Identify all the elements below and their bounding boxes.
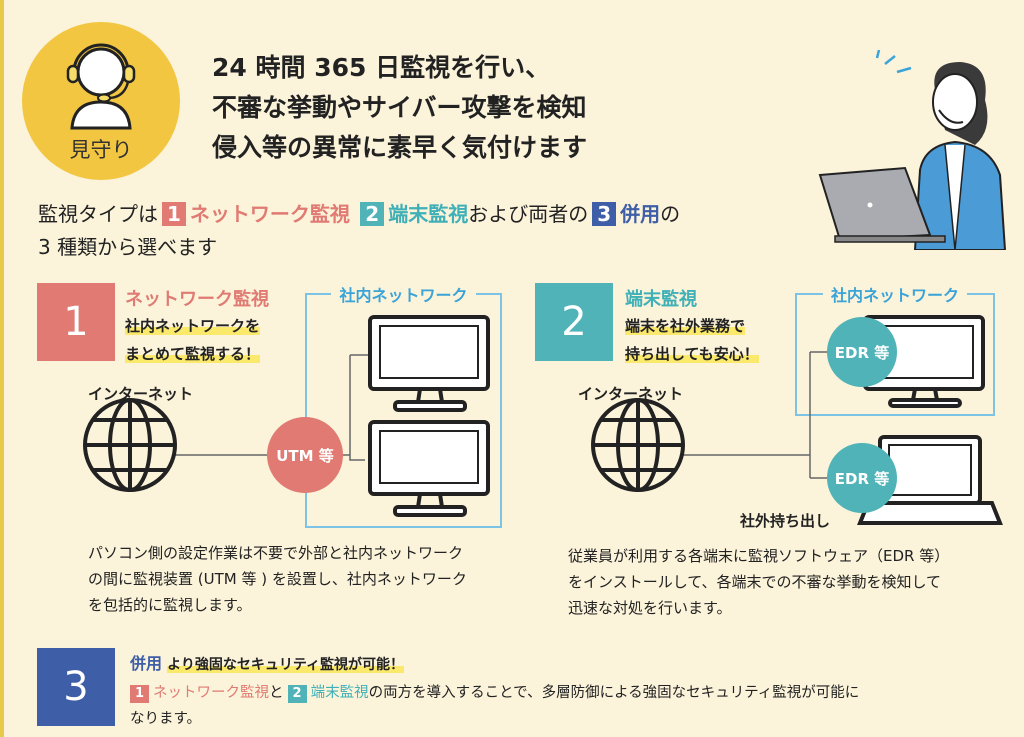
types-mid: および両者の (468, 202, 589, 226)
catch-line: 社内ネットワークを (125, 317, 261, 335)
network-label: 社内ネットワーク (822, 286, 967, 305)
desc-line: 従業員が利用する各端末に監視ソフトウェア（EDR 等） (568, 547, 950, 565)
desc-line: をインストールして、各端末での不審な挙動を検知して (568, 573, 942, 591)
type-network: ネットワーク監視 (189, 202, 350, 226)
section1-diagram (83, 315, 490, 517)
section1-description: パソコン側の設定作業は不要で外部と社内ネットワーク の間に監視装置 (UTM 等… (88, 540, 467, 618)
body-text: の両方を導入することで、多層防御による強固なセキュリティ監視が可能に (368, 685, 860, 701)
edr-circle (827, 443, 897, 513)
section3-heading: 併用 より強固なセキュリティ監視が可能！ (130, 650, 404, 679)
catch-line: 持ち出しても安心！ (625, 345, 759, 363)
edr-circle (827, 317, 897, 387)
type-number-2: 2 (360, 202, 385, 226)
desc-line: を包括的に監視します。 (88, 596, 252, 614)
types-line2: 3 種類から選べます (38, 235, 218, 259)
type-network: ネットワーク監視 (153, 685, 270, 701)
type-number-3: 3 (592, 202, 617, 226)
section2-internal-network: 社内ネットワーク (795, 286, 995, 416)
desktop-monitor-icon (368, 420, 490, 517)
section1-internet-label: インターネット (88, 385, 194, 403)
edr-label: EDR 等 (834, 470, 890, 488)
section2-number: 2 (535, 283, 613, 361)
type-endpoint: 端末監視 (310, 685, 369, 701)
section2-diagram (591, 315, 1003, 525)
headline-line: 24 時間 365 日監視を行い、 (212, 53, 551, 82)
desc-line: の間に監視装置 (UTM 等 ) を設置し、社内ネットワーク (88, 570, 467, 588)
body-text: なります。 (130, 711, 202, 727)
catch-line: まとめて監視する！ (125, 345, 261, 363)
section2-description: 従業員が利用する各端末に監視ソフトウェア（EDR 等） をインストールして、各端… (568, 543, 949, 621)
type-number-2: 2 (287, 685, 307, 703)
desc-line: パソコン側の設定作業は不要で外部と社内ネットワーク (88, 544, 464, 562)
section3-catch: より強固なセキュリティ監視が可能！ (167, 657, 404, 673)
and-text: と (269, 685, 284, 701)
headline: 24 時間 365 日監視を行い、 不審な挙動やサイバー攻撃を検知 侵入等の異常… (212, 48, 587, 168)
headline-line: 侵入等の異常に素早く気付けます (212, 133, 588, 162)
type-combined: 併用 (620, 202, 661, 226)
type-endpoint: 端末監視 (388, 202, 469, 226)
type-number-1: 1 (162, 202, 186, 226)
badge-label: 見守り (69, 138, 133, 162)
operator-headset-icon (66, 43, 136, 130)
section2-internet-label: インターネット (578, 385, 684, 403)
section1-catch: 社内ネットワークを まとめて監視する！ (125, 312, 261, 368)
section1-number: 1 (37, 283, 115, 361)
globe-icon (591, 398, 685, 492)
types-suffix: の (660, 202, 681, 226)
operator-woman-illustration (818, 50, 1007, 250)
section3-number: 3 (37, 648, 115, 726)
desc-line: 迅速な対処を行います。 (568, 599, 732, 617)
monitoring-badge: 見守り (22, 22, 180, 180)
section3-title: 併用 (130, 654, 163, 673)
section2-title: 端末監視 (625, 289, 697, 310)
types-prefix: 監視タイプは (38, 202, 158, 226)
section1-title: ネットワーク監視 (125, 289, 269, 310)
section2-catch: 端末を社外業務で 持ち出しても安心！ (625, 312, 759, 368)
globe-icon (83, 398, 177, 492)
catch-line: 端末を社外業務で (625, 317, 746, 335)
headline-line: 不審な挙動やサイバー攻撃を検知 (212, 93, 587, 122)
utm-device-circle (267, 417, 343, 493)
network-label: 社内ネットワーク (331, 286, 476, 305)
outside-label: 社外持ち出し (740, 512, 831, 530)
desktop-monitor-icon (368, 315, 490, 412)
utm-label: UTM 等 (276, 447, 334, 465)
edr-label: EDR 等 (834, 344, 890, 362)
left-border (0, 0, 4, 737)
section1-internal-network: 社内ネットワーク (305, 286, 502, 528)
type-number-1: 1 (130, 685, 150, 703)
